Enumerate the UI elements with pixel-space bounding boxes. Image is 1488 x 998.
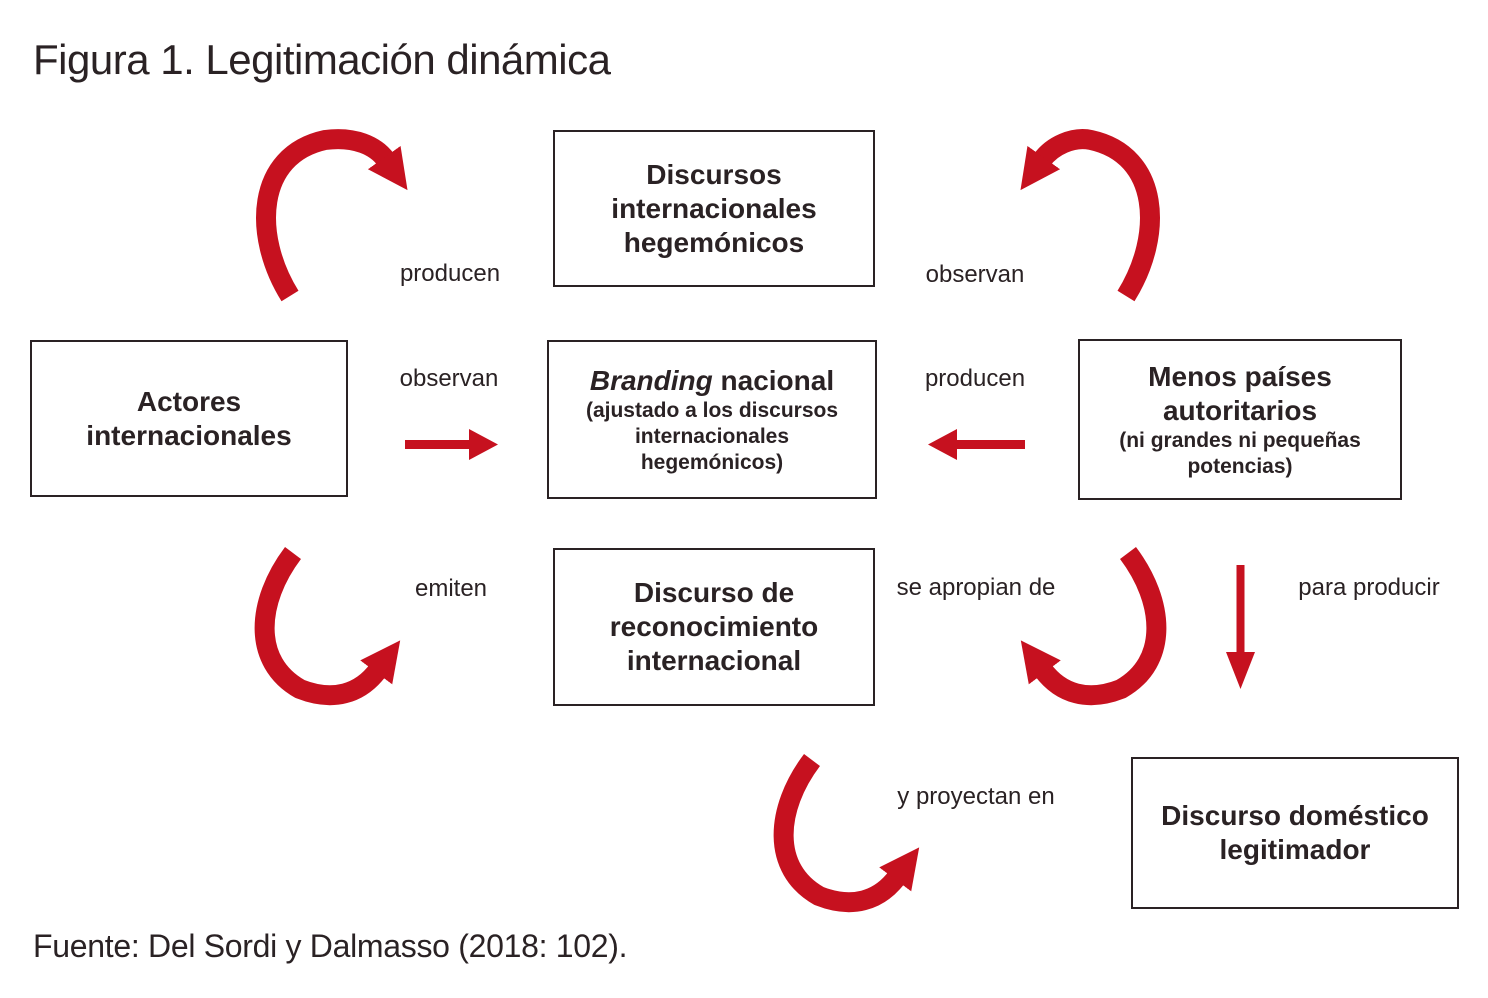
box-title: Branding nacional [590,364,834,398]
box-actores-internacionales: Actores internacionales [30,340,348,497]
curved-arrow-producen-top-left [256,129,408,302]
curved-arrow-se-apropian-right [1020,546,1167,706]
box-subtext-line: (ajustado a los discursos [585,398,839,422]
source-caption: Fuente: Del Sordi y Dalmasso (2018: 102)… [33,928,628,964]
box-title-italic: Branding [589,364,713,396]
box-text-line: hegemónicos [623,226,805,258]
box-subtext-line: potencias) [1187,454,1293,478]
box-text-line: autoritarios [1162,394,1318,426]
box-branding-nacional: Branding nacional (ajustado a los discur… [547,340,877,499]
straight-arrow-observan-left [405,429,498,460]
label-y-proyectan-en: y proyectan en [897,783,1055,810]
label-observan-mid: observan [399,365,499,392]
straight-arrow-producen-right [928,429,1025,460]
label-observan-top: observan [925,261,1025,288]
curved-arrow-emiten-bottom-left [254,546,401,706]
label-emiten: emiten [414,575,488,602]
box-subtext-line: hegemónicos) [640,450,784,474]
box-text-line: Menos países [1148,360,1332,392]
box-text-line: Actores [136,385,242,417]
box-text-line: Discurso doméstico [1161,800,1429,831]
box-text-line: reconocimiento [609,611,819,642]
straight-arrow-para-producir-down [1226,565,1255,689]
figure-title: Figura 1. Legitimación dinámica [33,36,611,83]
curved-arrow-y-proyectan-bottom-center [773,753,920,913]
box-text-line: internacionales [611,192,817,224]
box-menos-paises-autoritarios: Menos países autoritarios (ni grandes ni… [1078,339,1402,500]
label-para-producir: para producir [1298,574,1440,601]
label-producen-mid: producen [924,365,1026,392]
box-subtext-line: internacionales [634,424,790,448]
box-discurso-reconocimiento-internacional: Discurso de reconocimiento internacional [553,548,875,706]
label-se-apropian-de: se apropian de [896,574,1056,601]
box-text-line: Discursos [646,158,782,190]
box-title-rest: nacional [712,364,835,396]
box-discurso-domestico-legitimador: Discurso doméstico legitimador [1131,757,1459,909]
box-text-line: internacional [626,645,802,676]
box-subtext-line: (ni grandes ni pequeñas [1119,428,1361,452]
box-text-line: Discurso de [633,577,795,608]
label-producen-top: producen [399,260,501,287]
box-text-line: internacionales [86,419,292,451]
curved-arrow-observan-top-right [1020,129,1160,302]
box-text-line: legitimador [1219,834,1371,865]
box-discursos-internacionales-hegemonicos: Discursos internacionales hegemónicos [553,130,875,287]
